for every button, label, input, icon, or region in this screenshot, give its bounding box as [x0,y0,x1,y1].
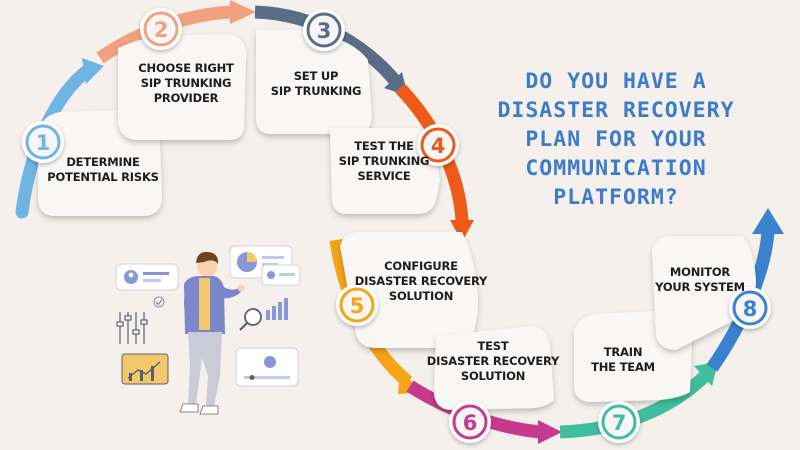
step-card-2 [118,34,247,140]
step-badge-8: 8 [729,287,771,329]
step-label-line: DISASTER RECOVERY [355,274,488,288]
arrow-head-1 [82,58,104,84]
step-number: 3 [317,19,332,43]
arrow-segment-7 [559,370,711,439]
step-badge-5: 5 [336,284,378,326]
bar-graph-icon [266,298,288,320]
step-label-line: SERVICE [357,169,410,183]
step-cards [37,30,756,410]
step-badge-3: 3 [303,9,345,51]
arrow-head-4 [450,220,474,242]
step-label-line: THE TEAM [591,360,655,374]
step-number: 1 [36,131,51,155]
arrow-head-2 [230,0,256,24]
business-person-illustration [115,245,301,415]
step-number: 2 [154,18,169,42]
heading-line: COMMUNICATION [525,156,706,181]
person-figure [179,251,245,415]
step-card-8 [652,236,756,350]
heading-line: PLAN FOR YOUR [525,127,706,152]
step-label-line: POTENTIAL RISKS [47,170,159,184]
step-badge-2: 2 [140,8,182,50]
step-label-line: SOLUTION [461,369,525,383]
step-badge-6: 6 [449,401,491,443]
ribbon-arrows [15,0,784,444]
step-badge-4: 4 [417,124,459,166]
step-label-line: DISASTER RECOVERY [427,354,560,368]
arrow-head-6 [538,420,562,444]
badge-ring [452,404,488,440]
slider-controls-icon [116,312,148,344]
step-card-5 [340,232,478,348]
step-label-line: YOUR SYSTEM [654,280,745,294]
badge-ring [339,287,375,323]
media-player-card-icon [235,347,299,387]
step-badge-7: 7 [598,401,640,443]
badge-ring [601,404,637,440]
step-label-line: DETERMINE [66,155,140,169]
bar-chart-card-icon [121,353,169,385]
number-badges: 1 2 3 4 5 6 7 8 [22,8,771,443]
step-number: 6 [463,411,478,435]
magnifier-icon [239,308,262,331]
user-list-card-icon [261,264,301,286]
step-label-line: TRAIN [604,345,643,359]
profile-card-icon [115,263,179,291]
step-label-line: MONITOR [670,265,731,279]
heading-line: PLATFORM? [553,185,679,210]
step-number: 7 [612,411,627,435]
step-label-line: TEST [477,339,508,353]
step-label-line: SIP TRUNKING [141,76,232,90]
badge-ring [420,127,456,163]
step-label-line: PROVIDER [154,91,219,105]
step-badge-1: 1 [22,121,64,163]
step-label-line: SIP TRUNKING [271,84,362,98]
checkmark-icon [153,296,165,308]
step-label-line: SOLUTION [389,289,453,303]
step-card-4 [330,128,440,214]
badge-ring [143,11,179,47]
step-card-6 [434,326,554,410]
step-card-3 [256,30,372,134]
arrow-head-8 [752,208,784,234]
step-number: 4 [431,134,446,158]
badge-ring [732,290,768,326]
badge-ring [306,12,342,48]
heading-line: DISASTER RECOVERY [497,98,734,123]
page-heading: DO YOU HAVE A DISASTER RECOVERY PLAN FOR Y… [497,69,734,210]
step-number: 8 [743,297,758,321]
step-label-line: TEST THE [354,139,414,153]
step-label-line: SIP TRUNKING [339,154,430,168]
step-label-line: SET UP [294,69,339,83]
step-number: 5 [350,294,365,318]
badge-ring [25,124,61,160]
step-label-line: CHOOSE RIGHT [138,61,234,75]
step-label-line: CONFIGURE [384,259,458,273]
heading-line: DO YOU HAVE A [525,69,706,94]
